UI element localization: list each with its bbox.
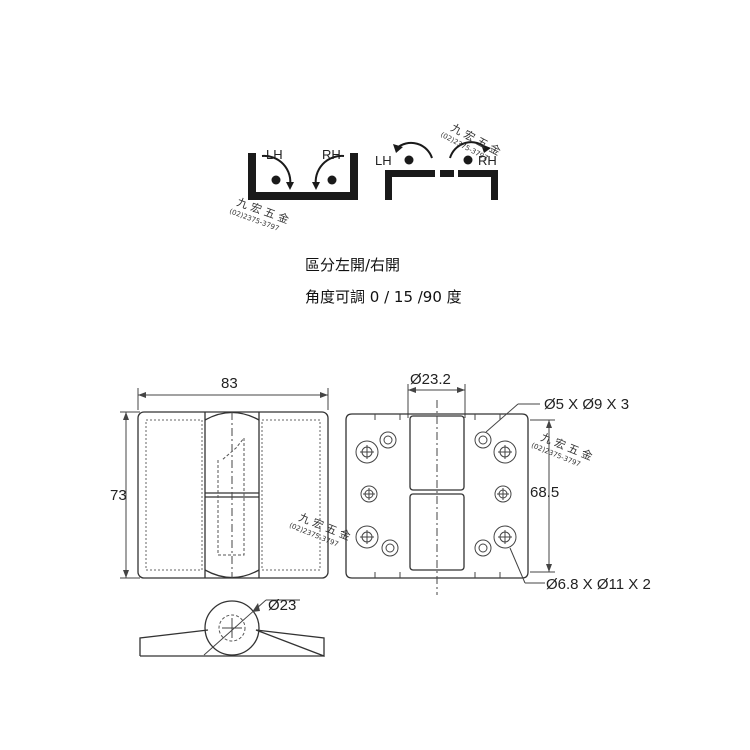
end-view: Ø23 [139, 597, 325, 657]
knuckle-diameter-label: Ø23 [268, 597, 296, 614]
pin-diameter-label: Ø23.2 [410, 371, 451, 388]
rh-corner-icon: RH [304, 147, 358, 200]
front-view: 83 73 [110, 375, 329, 579]
hole-spacing-label: 68.5 [530, 484, 559, 501]
caption-angle: 角度可調 0 / 15 /90 度 [305, 288, 462, 306]
hole-group-left [355, 431, 399, 557]
height-dimension-label: 73 [110, 487, 127, 504]
lh-corner-icon: LH [248, 147, 304, 200]
lh-straight-icon: LH [375, 141, 454, 200]
orientation-icons: LH RH LH RH [248, 141, 498, 200]
caption-direction: 區分左開/右開 [305, 256, 400, 274]
top-hole-callout: Ø5 X Ø9 X 3 [544, 396, 629, 413]
bottom-hole-callout: Ø6.8 X Ø11 X 2 [546, 576, 651, 593]
lh-icon-label: LH [266, 147, 283, 162]
back-view: Ø23.2 [345, 371, 651, 595]
lh-right-icon-label: LH [375, 153, 392, 168]
width-dimension-label: 83 [221, 375, 238, 392]
hole-group-right [474, 431, 517, 557]
rh-right-icon-label: RH [478, 153, 497, 168]
watermark-right: 九 宏 五 金 (02)2375-3797 [530, 430, 595, 469]
rh-icon-label: RH [322, 147, 341, 162]
rh-straight-icon: RH [449, 141, 498, 200]
